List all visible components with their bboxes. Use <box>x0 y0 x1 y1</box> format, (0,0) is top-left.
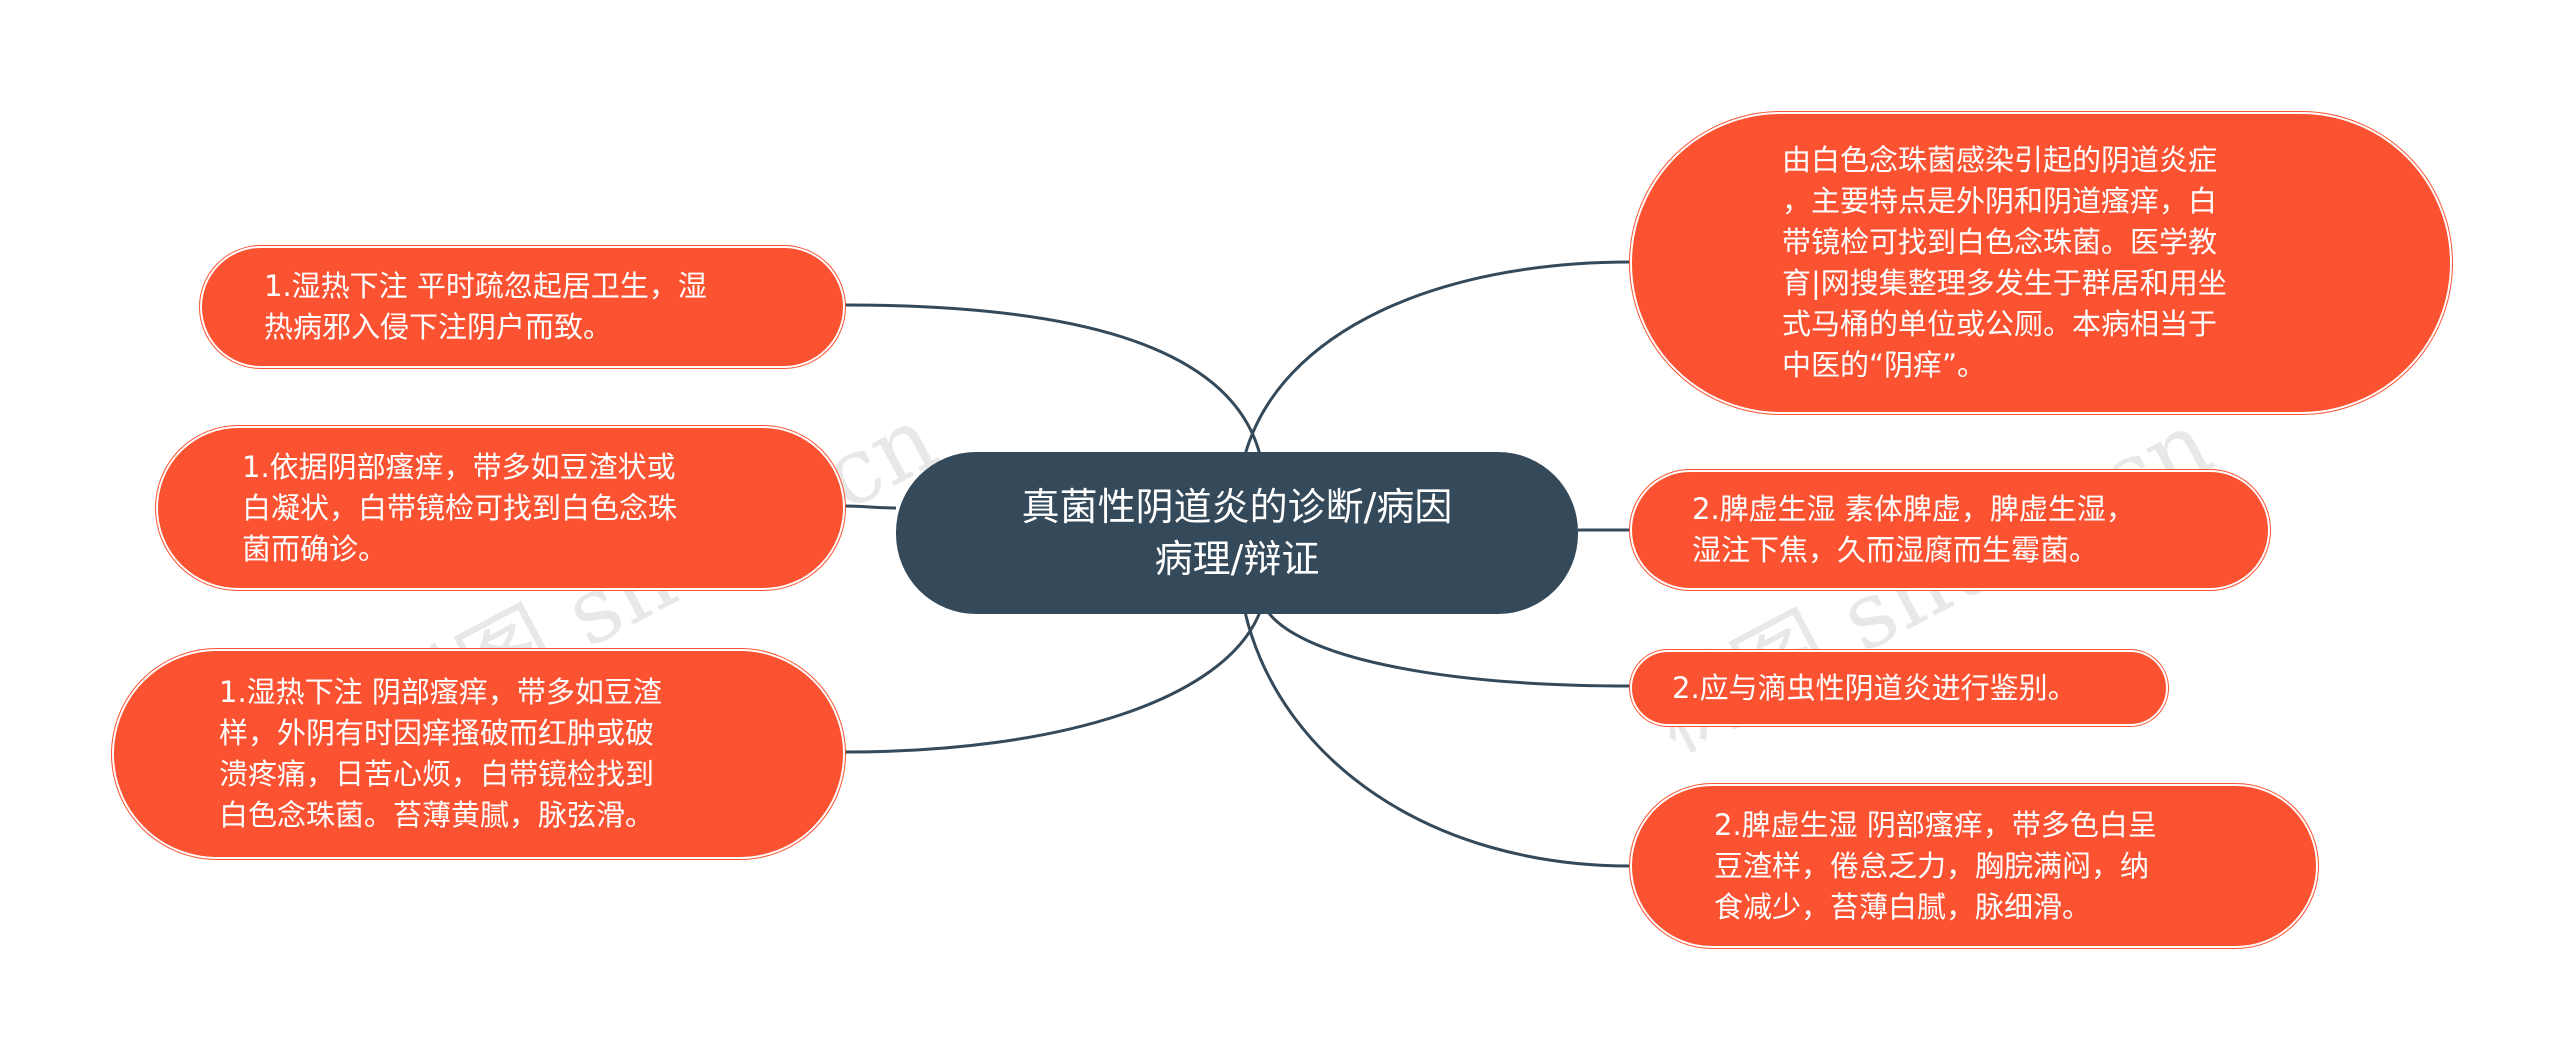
right-node-3[interactable]: 2.应与滴虫性阴道炎进行鉴别。 <box>1630 650 2168 726</box>
node-label: 2.应与滴虫性阴道炎进行鉴别。 <box>1672 670 2077 705</box>
link-left-3 <box>844 611 1262 754</box>
node-label: 由白色念珠菌感染引起的阴道炎症 ，主要特点是外阴和阴道瘙痒，白 带镜检可找到白色… <box>1782 143 2227 382</box>
node-label: 1.湿热下注 阴部瘙痒，带多如豆渣 样，外阴有时因痒搔破而红肿或破 溃疼痛，日苦… <box>219 675 662 832</box>
left-node-1[interactable]: 1.湿热下注 平时疏忽起居卫生，湿 热病邪入侵下注阴户而致。 <box>200 246 845 368</box>
node-label: 1.湿热下注 平时疏忽起居卫生，湿 热病邪入侵下注阴户而致。 <box>264 269 707 344</box>
link-right-3 <box>1266 611 1631 688</box>
link-right-4 <box>1243 611 1631 868</box>
right-node-4[interactable]: 2.脾虚生湿 阴部瘙痒，带多色白呈 豆渣样，倦怠乏力，胸脘满闷，纳 食减少，苔薄… <box>1630 784 2318 948</box>
right-node-2[interactable]: 2.脾虚生湿 素体脾虚，脾虚生湿， 湿注下焦，久而湿腐而生霉菌。 <box>1630 470 2270 590</box>
left-node-2[interactable]: 1.依据阴部瘙痒，带多如豆渣状或 白凝状，白带镜检可找到白色念珠 菌而确诊。 <box>156 426 845 590</box>
central-topic-label: 真菌性阴道炎的诊断/病因 病理/辩证 <box>1021 485 1453 581</box>
link-left-1 <box>844 303 1262 456</box>
link-left-2 <box>844 504 897 510</box>
central-topic[interactable]: 真菌性阴道炎的诊断/病因 病理/辩证 <box>896 452 1578 614</box>
node-label: 2.脾虚生湿 阴部瘙痒，带多色白呈 豆渣样，倦怠乏力，胸脘满闷，纳 食减少，苔薄… <box>1714 807 2157 924</box>
left-node-3[interactable]: 1.湿热下注 阴部瘙痒，带多如豆渣 样，外阴有时因痒搔破而红肿或破 溃疼痛，日苦… <box>112 649 845 859</box>
node-label: 2.脾虚生湿 素体脾虚，脾虚生湿， 湿注下焦，久而湿腐而生霉菌。 <box>1692 492 2135 567</box>
node-label: 1.依据阴部瘙痒，带多如豆渣状或 白凝状，白带镜检可找到白色念珠 菌而确诊。 <box>242 449 678 566</box>
right-node-1[interactable]: 由白色念珠菌感染引起的阴道炎症 ，主要特点是外阴和阴道瘙痒，白 带镜检可找到白色… <box>1630 112 2452 414</box>
link-right-1 <box>1243 260 1631 456</box>
